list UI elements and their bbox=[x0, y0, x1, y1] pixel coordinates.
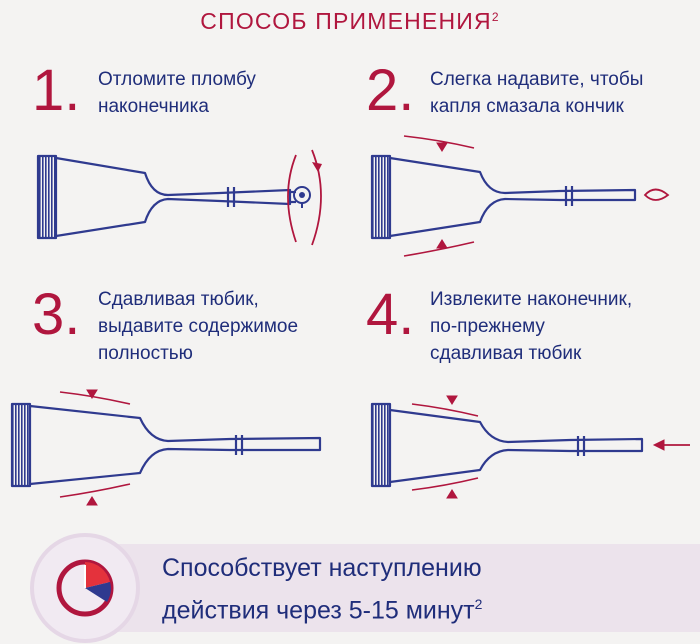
seal-break-icon bbox=[287, 149, 322, 246]
step-2-text: Слегка надавите, чтобы капля смазала кон… bbox=[430, 69, 644, 117]
step-3-number: 3. bbox=[32, 282, 81, 347]
drop-icon bbox=[643, 188, 670, 201]
page-title: СПОСОБ ПРИМЕНЕНИЯ2 bbox=[0, 8, 700, 35]
tube-1 bbox=[36, 154, 296, 240]
withdraw-arrow-icon bbox=[652, 439, 690, 451]
benefit-text-body: Способствует наступлению действия через … bbox=[162, 554, 482, 625]
step-2-number: 2. bbox=[366, 58, 415, 123]
step-1-text: Отломите пломбу наконечника bbox=[98, 69, 256, 117]
title-text: СПОСОБ ПРИМЕНЕНИЯ bbox=[200, 8, 492, 34]
squeeze-arrow-icon bbox=[59, 389, 131, 506]
title-footnote: 2 bbox=[491, 10, 500, 24]
squeeze-arrow-icon bbox=[403, 135, 475, 257]
benefit-footnote: 2 bbox=[474, 596, 483, 612]
timer-pie-icon bbox=[56, 559, 114, 617]
benefit-text: Способствует наступлению действия через … bbox=[162, 550, 682, 628]
tube-2 bbox=[370, 154, 637, 240]
step-4-number: 4. bbox=[366, 282, 415, 347]
step-4-text: Извлеките наконечник, по-прежнему сдавли… bbox=[430, 289, 633, 364]
tube-3 bbox=[10, 402, 322, 488]
squeeze-arrow-icon bbox=[411, 395, 479, 499]
benefit-banner bbox=[70, 544, 700, 632]
step-3-text: Сдавливая тюбик, выдавите содержимое пол… bbox=[98, 289, 299, 364]
tube-illustrations bbox=[10, 135, 690, 506]
step-1-number: 1. bbox=[32, 58, 81, 123]
tube-4 bbox=[370, 402, 644, 488]
